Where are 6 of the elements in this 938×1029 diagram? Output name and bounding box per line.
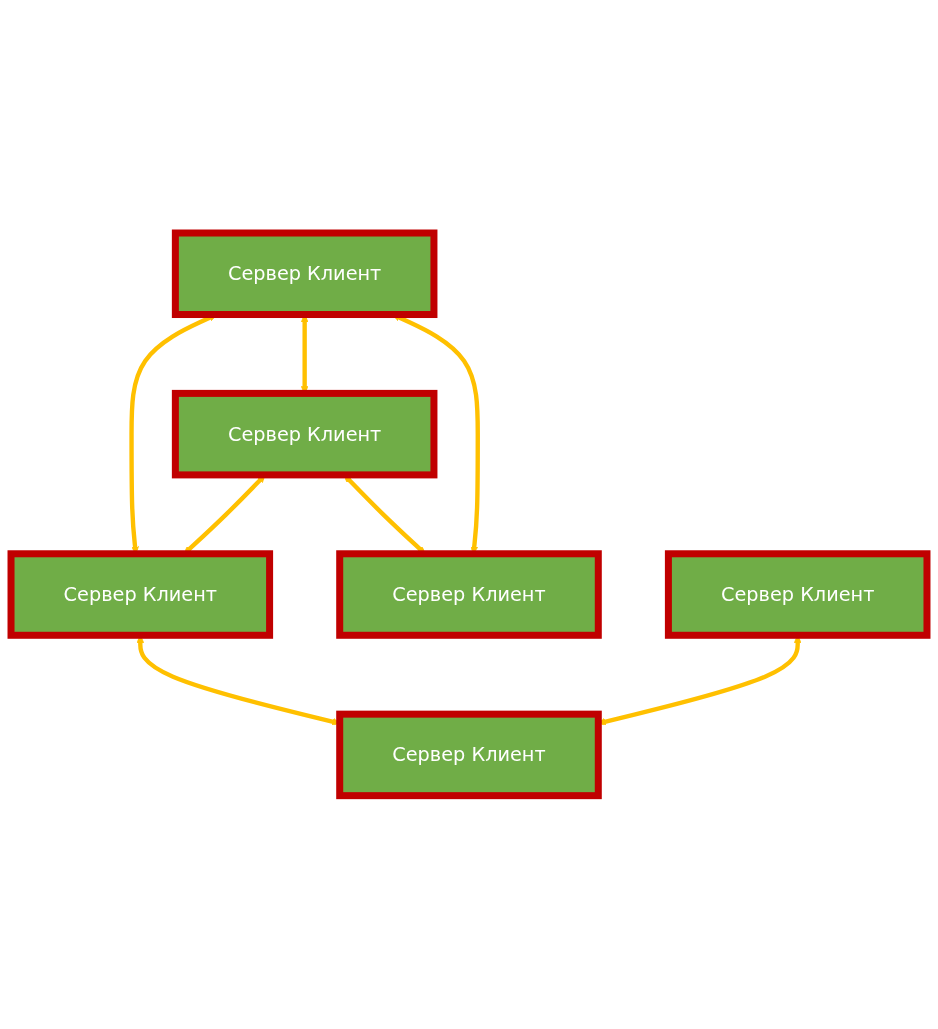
node-box: Сервер Клиент [664, 550, 931, 639]
node-box: Сервер Клиент [171, 229, 438, 319]
node-box: Сервер Клиент [336, 710, 602, 800]
node-box: Сервер Клиент [171, 390, 438, 479]
node-box: Сервер Клиент [336, 550, 602, 639]
node-box: Сервер Клиент [7, 550, 274, 639]
